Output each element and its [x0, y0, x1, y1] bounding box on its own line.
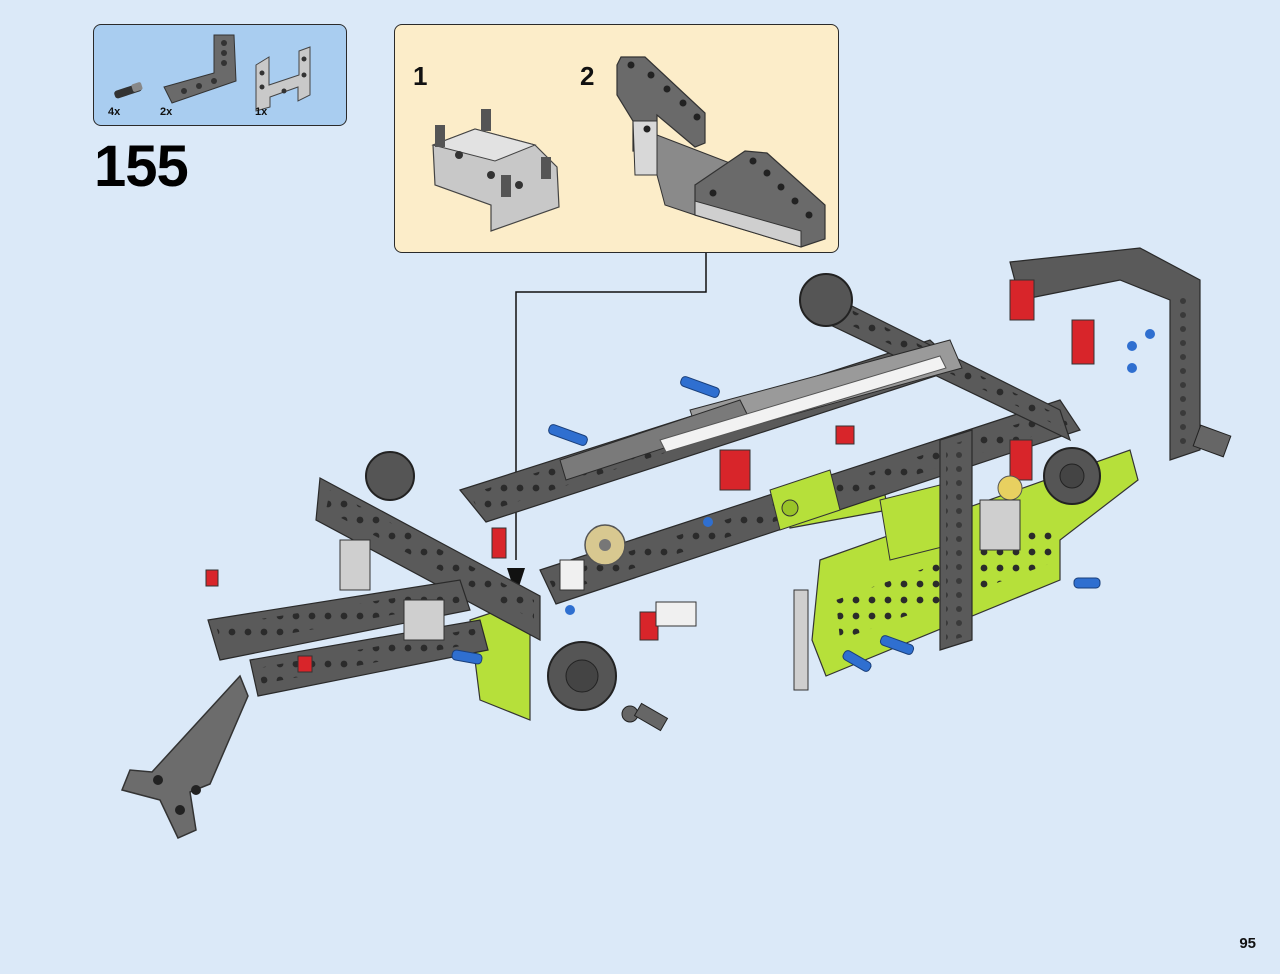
white-driveshaft	[659, 355, 947, 453]
parts-icons	[114, 34, 311, 112]
substep-1-frame-icon	[431, 109, 560, 232]
frame-beam-icon	[255, 46, 311, 112]
sub-step-box: 1 2	[394, 24, 839, 253]
red-parts	[205, 279, 1095, 673]
axle-pin-connector-icon	[114, 82, 143, 99]
blue-pins	[451, 329, 1155, 672]
sub-step-illustrations	[431, 56, 826, 248]
wheel-hubs	[365, 273, 1101, 723]
callout-arrowhead	[507, 568, 525, 596]
sub-step-1-label: 1	[413, 61, 428, 91]
axle-stubs	[633, 424, 1232, 732]
substep-2-beams-icon	[616, 56, 826, 248]
parts-list-box: 4x 2x 1x	[93, 24, 347, 126]
step-number: 155	[94, 134, 189, 199]
tow-arm	[120, 674, 249, 839]
lime-blocks	[769, 469, 841, 531]
part-quantity-3: 1x	[255, 106, 268, 118]
page-number: 95	[1239, 935, 1256, 952]
sub-step-2-label: 2	[580, 61, 595, 91]
l-shaped-beam-icon	[163, 34, 237, 104]
gears	[584, 475, 1023, 566]
part-quantity-2: 2x	[160, 106, 173, 118]
light-gray-parts	[339, 499, 1021, 691]
part-quantity-1: 4x	[108, 106, 121, 118]
